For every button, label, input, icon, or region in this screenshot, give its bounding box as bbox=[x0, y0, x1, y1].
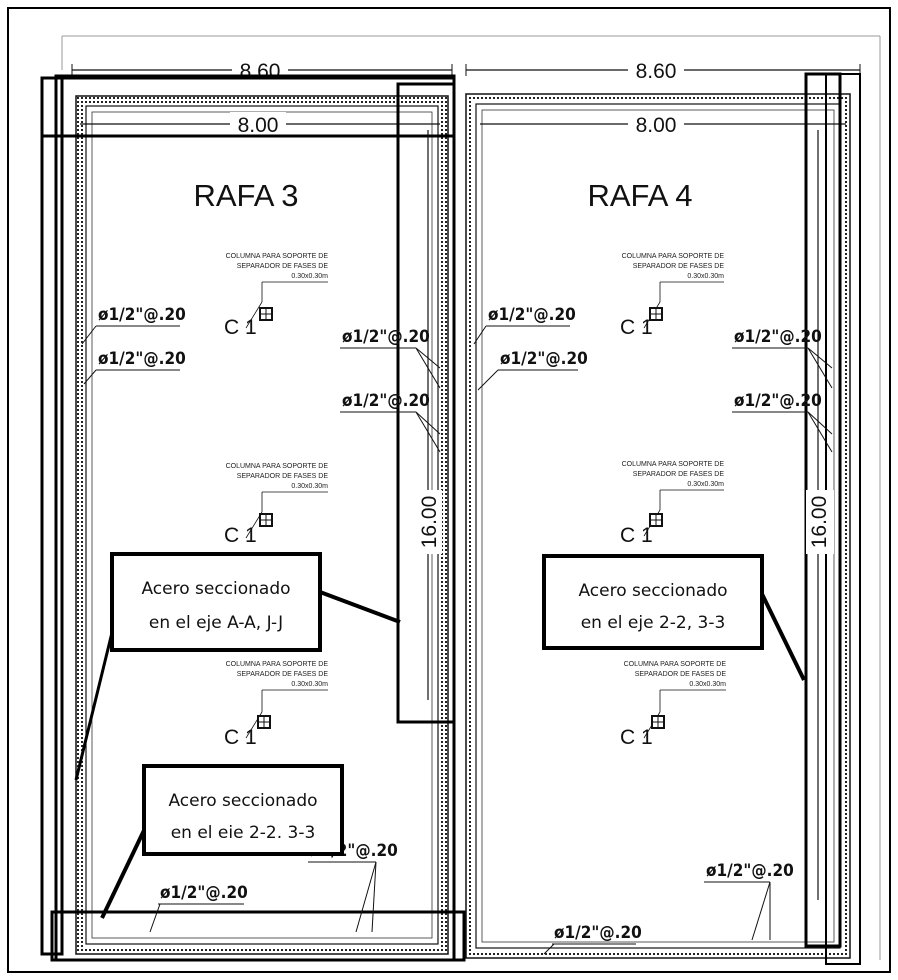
svg-text:SEPARADOR DE FASES DE: SEPARADOR DE FASES DE bbox=[237, 473, 329, 480]
rebar-label: ø1/2"@.20 bbox=[342, 391, 430, 411]
dim-outer-width: 8.60 bbox=[240, 60, 281, 83]
panel-title: RAFA 4 bbox=[587, 178, 692, 213]
svg-text:C 1: C 1 bbox=[224, 726, 257, 749]
svg-text:en el eje A-A, J-J: en el eje A-A, J-J bbox=[149, 613, 283, 633]
rebar-label: ø1/2"@.20 bbox=[488, 305, 576, 325]
svg-text:C 1: C 1 bbox=[620, 524, 653, 547]
dim-length: 16.00 bbox=[808, 496, 831, 549]
svg-text:C 1: C 1 bbox=[224, 524, 257, 547]
svg-text:COLUMNA PARA SOPORTE DE: COLUMNA PARA SOPORTE DE bbox=[624, 661, 727, 668]
rebar-label: ø1/2"@.20 bbox=[734, 391, 822, 411]
panel-rafa-4: 8.60 8.00 16.00 RAFA 4 ø1/2"@.20 ø1/2"@.… bbox=[465, 58, 861, 965]
svg-text:SEPARADOR DE FASES DE: SEPARADOR DE FASES DE bbox=[635, 671, 727, 678]
highlight-bottom-strip bbox=[50, 910, 466, 962]
dim-inner-width: 8.00 bbox=[636, 114, 677, 137]
svg-text:C 1: C 1 bbox=[620, 726, 653, 749]
highlight-right-strip bbox=[396, 82, 456, 724]
rebar-label: ø1/2"@.20 bbox=[554, 923, 642, 943]
rebar-label: ø1/2"@.20 bbox=[706, 861, 794, 881]
rebar-label: ø1/2"@.20 bbox=[98, 349, 186, 369]
rebar-label: ø1/2"@.20 bbox=[160, 883, 248, 903]
drawing-frame bbox=[7, 7, 891, 973]
dim-outer-width: 8.60 bbox=[636, 60, 677, 83]
callout-box bbox=[142, 764, 344, 856]
column-c1: COLUMNA PARA SOPORTE DE SEPARADOR DE FAS… bbox=[224, 463, 328, 547]
svg-text:COLUMNA PARA SOPORTE DE: COLUMNA PARA SOPORTE DE bbox=[622, 253, 725, 260]
svg-text:SEPARADOR DE FASES DE: SEPARADOR DE FASES DE bbox=[633, 471, 725, 478]
svg-text:COLUMNA PARA SOPORTE DE: COLUMNA PARA SOPORTE DE bbox=[622, 461, 725, 468]
svg-text:0.30x0.30m: 0.30x0.30m bbox=[687, 273, 724, 280]
svg-text:0.30x0.30m: 0.30x0.30m bbox=[291, 681, 328, 688]
svg-text:COLUMNA PARA SOPORTE DE: COLUMNA PARA SOPORTE DE bbox=[226, 463, 329, 470]
dim-length: 16.00 bbox=[418, 496, 441, 549]
column-c1: COLUMNA PARA SOPORTE DE SEPARADOR DE FAS… bbox=[620, 253, 724, 339]
svg-text:en el eje 2-2, 3-3: en el eje 2-2, 3-3 bbox=[581, 613, 726, 633]
svg-text:en el eie 2-2. 3-3: en el eie 2-2. 3-3 bbox=[171, 823, 316, 843]
panel-rafa-3: 8.60 8.00 16.00 RAFA 3 ø1/2"@.20 ø1/2"@.… bbox=[40, 58, 466, 962]
rebar-label: ø1/2"@.20 bbox=[342, 327, 430, 347]
svg-text:C 1: C 1 bbox=[620, 316, 653, 339]
svg-text:C 1: C 1 bbox=[224, 316, 257, 339]
svg-text:Acero seccionado: Acero seccionado bbox=[141, 579, 290, 599]
rebar-label: ø1/2"@.20 bbox=[734, 327, 822, 347]
column-c1: COLUMNA PARA SOPORTE DE SEPARADOR DE FAS… bbox=[620, 461, 724, 547]
svg-text:Acero seccionado: Acero seccionado bbox=[168, 791, 317, 811]
svg-text:SEPARADOR DE FASES DE: SEPARADOR DE FASES DE bbox=[633, 263, 725, 270]
svg-text:SEPARADOR DE FASES DE: SEPARADOR DE FASES DE bbox=[237, 671, 329, 678]
svg-text:0.30x0.30m: 0.30x0.30m bbox=[689, 681, 726, 688]
callout-box bbox=[542, 554, 764, 650]
svg-text:0.30x0.30m: 0.30x0.30m bbox=[291, 273, 328, 280]
dim-inner-width: 8.00 bbox=[238, 114, 279, 137]
highlight-left-edge bbox=[40, 76, 64, 956]
svg-text:COLUMNA PARA SOPORTE DE: COLUMNA PARA SOPORTE DE bbox=[226, 661, 329, 668]
panel-title: RAFA 3 bbox=[193, 178, 298, 213]
svg-text:Acero seccionado: Acero seccionado bbox=[578, 581, 727, 601]
rebar-label: ø1/2"@.20 bbox=[500, 349, 588, 369]
svg-text:0.30x0.30m: 0.30x0.30m bbox=[687, 481, 724, 488]
column-c1: COLUMNA PARA SOPORTE DE SEPARADOR DE FAS… bbox=[224, 661, 328, 749]
column-c1: COLUMNA PARA SOPORTE DE SEPARADOR DE FAS… bbox=[620, 661, 726, 749]
callout-box bbox=[110, 552, 322, 652]
svg-text:COLUMNA PARA SOPORTE DE: COLUMNA PARA SOPORTE DE bbox=[226, 253, 329, 260]
svg-text:0.30x0.30m: 0.30x0.30m bbox=[291, 483, 328, 490]
svg-text:SEPARADOR DE FASES DE: SEPARADOR DE FASES DE bbox=[237, 263, 329, 270]
rebar-label: ø1/2"@.20 bbox=[98, 305, 186, 325]
column-c1: COLUMNA PARA SOPORTE DE SEPARADOR DE FAS… bbox=[224, 253, 328, 339]
